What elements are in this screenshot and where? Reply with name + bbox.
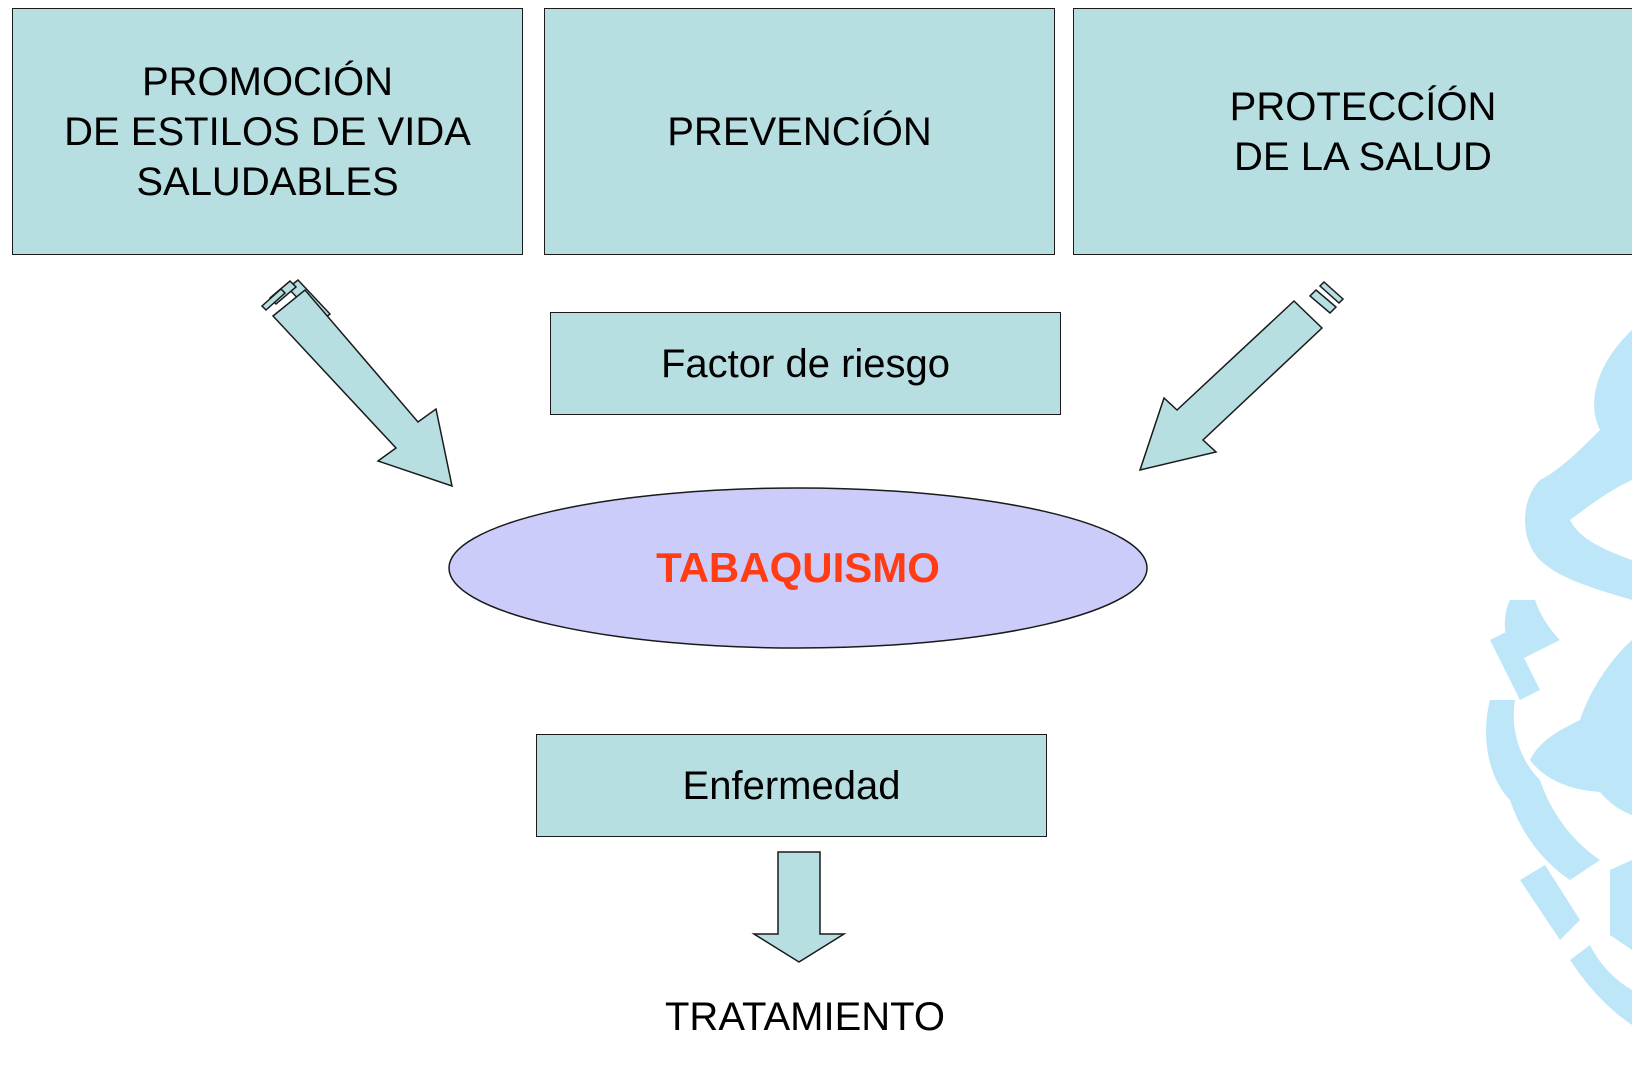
left-arrow-main bbox=[271, 288, 454, 488]
right-diagonal-arrow bbox=[1138, 280, 1345, 472]
proteccion-label: PROTECCÍÓN DE LA SALUD bbox=[1229, 84, 1497, 179]
factor-label: Factor de riesgo bbox=[660, 341, 951, 386]
tabaquismo-ellipse bbox=[448, 487, 1148, 649]
box-promocion: PROMOCIÓN DE ESTILOS DE VIDA SALUDABLES bbox=[12, 8, 523, 255]
university-seal-watermark bbox=[1486, 330, 1632, 1025]
box-enfermedad: Enfermedad bbox=[536, 734, 1047, 837]
down-arrow-icon bbox=[751, 851, 847, 963]
promocion-label: PROMOCIÓN DE ESTILOS DE VIDA SALUDABLES bbox=[64, 59, 471, 204]
box-factor-de-riesgo: Factor de riesgo bbox=[550, 312, 1061, 415]
enfermedad-label: Enfermedad bbox=[682, 763, 901, 808]
box-prevencion: PREVENCÍÓN bbox=[544, 8, 1055, 255]
box-proteccion: PROTECCÍÓN DE LA SALUD bbox=[1073, 8, 1632, 255]
right-arrow-stripe-2 bbox=[1318, 280, 1345, 305]
left-diagonal-arrow bbox=[260, 278, 454, 488]
prevencion-label: PREVENCÍÓN bbox=[667, 109, 932, 154]
tabaquismo-label: TABAQUISMO bbox=[656, 544, 940, 591]
left-arrow-stripe-2 bbox=[260, 287, 287, 312]
right-arrow-main bbox=[1138, 299, 1324, 472]
right-arrow-stripe bbox=[1308, 288, 1338, 315]
tratamiento-label: TRATAMIENTO bbox=[665, 995, 945, 1039]
